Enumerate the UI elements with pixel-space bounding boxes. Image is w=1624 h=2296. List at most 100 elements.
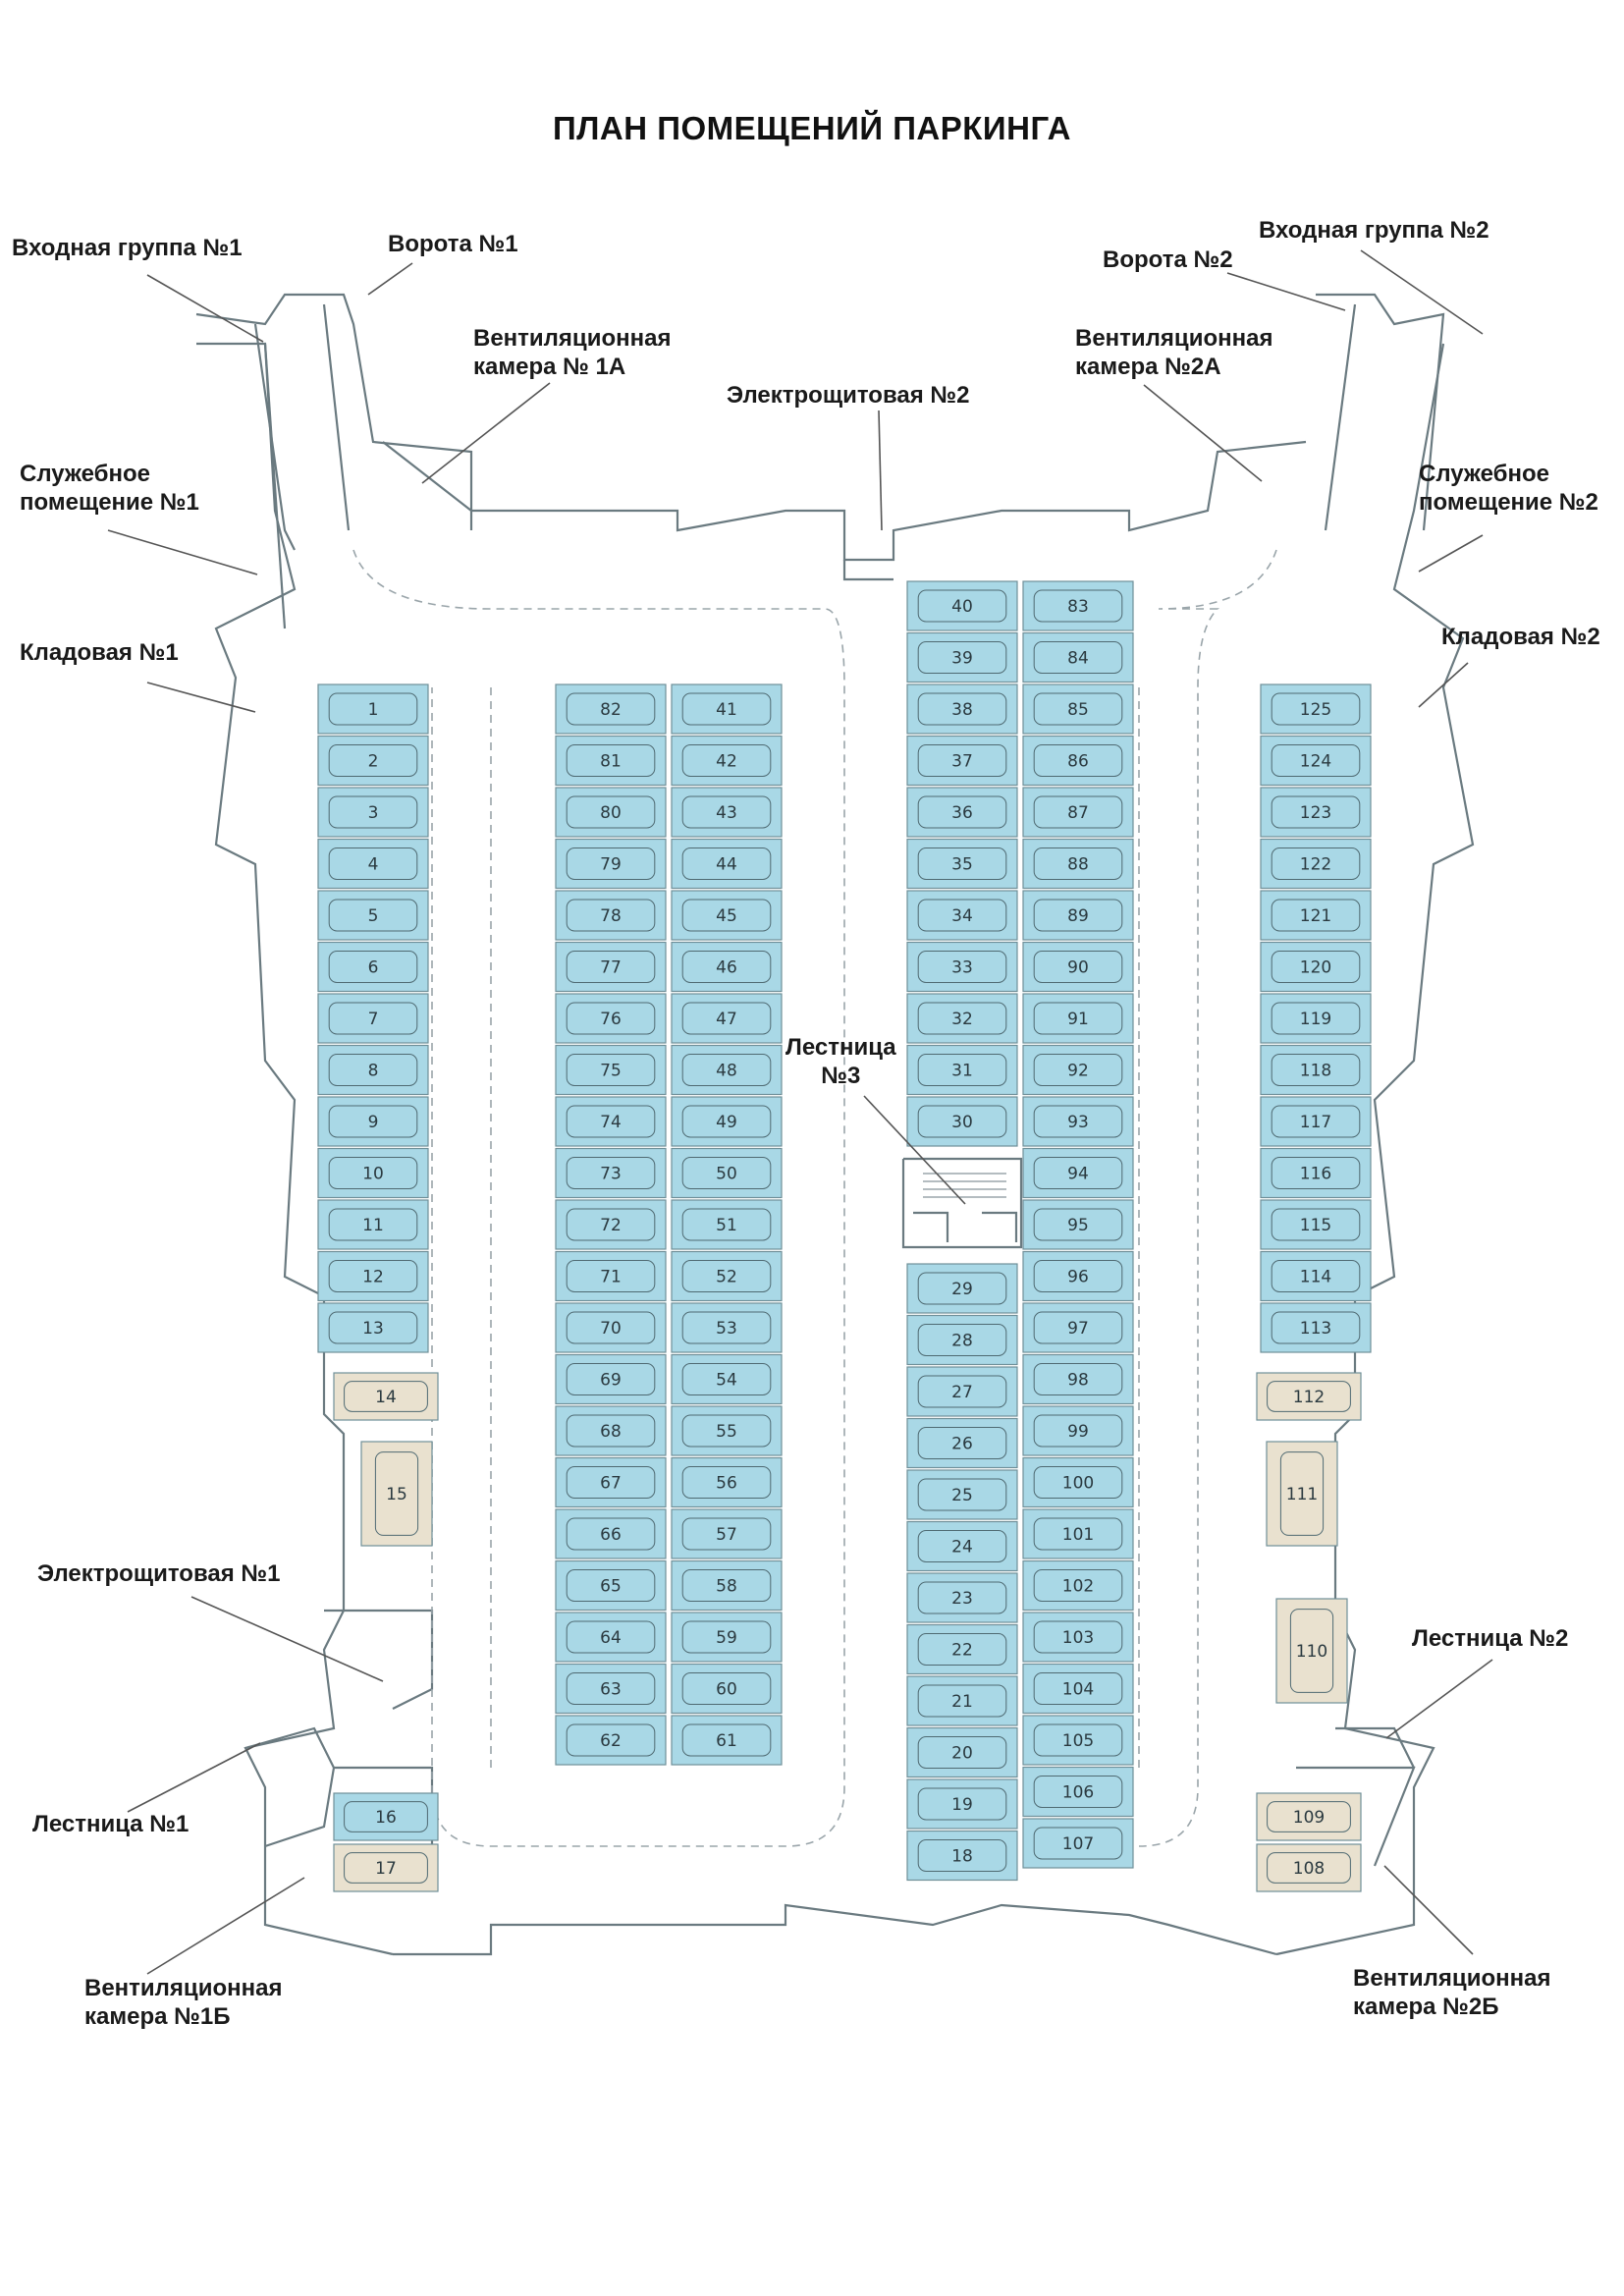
parking-space-33: 33	[906, 941, 1018, 993]
parking-space-26: 26	[906, 1417, 1018, 1469]
car-icon	[1033, 1002, 1123, 1035]
car-icon	[917, 1324, 1007, 1356]
parking-space-107: 107	[1022, 1818, 1134, 1869]
parking-space-number: 49	[716, 1113, 737, 1132]
car-icon	[681, 1208, 772, 1241]
parking-space-25: 25	[906, 1469, 1018, 1520]
car-icon	[1267, 1801, 1351, 1832]
car-icon	[1271, 1002, 1361, 1035]
parking-space-number: 32	[951, 1010, 973, 1029]
parking-space-87: 87	[1022, 787, 1134, 838]
car-icon	[1033, 1260, 1123, 1292]
parking-space-number: 38	[951, 700, 973, 720]
parking-space-number: 87	[1067, 803, 1089, 823]
parking-space-number: 31	[951, 1062, 973, 1081]
parking-space-number: 81	[600, 752, 622, 772]
car-icon	[681, 1054, 772, 1086]
parking-space-number: 30	[951, 1113, 973, 1132]
label-gate-1: Ворота №1	[388, 231, 518, 257]
car-icon	[566, 1363, 656, 1395]
parking-space-3: 3	[317, 787, 429, 838]
car-icon	[917, 692, 1007, 726]
parking-space-number: 48	[716, 1062, 737, 1081]
leader-vent-2a	[1143, 384, 1263, 482]
parking-space-82: 82	[555, 683, 667, 735]
parking-space-number: 21	[951, 1692, 973, 1712]
parking-space-number: 55	[716, 1422, 737, 1442]
parking-space-number: 42	[716, 752, 737, 772]
leader-storage-2	[1418, 662, 1469, 708]
car-icon	[1271, 744, 1361, 777]
parking-space-number: 98	[1067, 1371, 1089, 1391]
parking-space-number: 93	[1067, 1113, 1089, 1132]
car-icon	[1033, 899, 1123, 932]
parking-space-67: 67	[555, 1456, 667, 1508]
parking-space-54: 54	[671, 1353, 783, 1405]
car-icon	[1289, 1609, 1334, 1693]
car-icon	[1271, 692, 1361, 726]
leader-stair-1	[127, 1742, 261, 1813]
leader-gate-2	[1226, 272, 1346, 311]
parking-space-121: 121	[1260, 890, 1372, 941]
parking-space-97: 97	[1022, 1302, 1134, 1353]
parking-space-number: 95	[1067, 1216, 1089, 1235]
car-icon	[681, 1569, 772, 1602]
parking-space-number: 73	[600, 1165, 622, 1184]
car-icon	[917, 951, 1007, 983]
parking-space-120: 120	[1260, 941, 1372, 993]
parking-space-19: 19	[906, 1778, 1018, 1830]
car-icon	[566, 1260, 656, 1292]
car-icon	[1033, 1363, 1123, 1395]
car-icon	[344, 1852, 428, 1884]
stair-3	[923, 1173, 1006, 1198]
car-icon	[1271, 1260, 1361, 1292]
leader-vent-1b	[146, 1877, 305, 1975]
car-icon	[917, 1002, 1007, 1035]
parking-space-number: 52	[716, 1268, 737, 1287]
parking-space-58: 58	[671, 1559, 783, 1612]
parking-space-93: 93	[1022, 1096, 1134, 1147]
parking-space-number: 84	[1067, 649, 1089, 669]
parking-space-number: 82	[600, 700, 622, 720]
parking-space-51: 51	[671, 1199, 783, 1250]
parking-space-number: 60	[716, 1680, 737, 1700]
parking-space-118: 118	[1260, 1044, 1372, 1096]
parking-space-1: 1	[317, 683, 429, 735]
parking-space-number: 91	[1067, 1010, 1089, 1029]
leader-service-2	[1418, 534, 1484, 573]
parking-space-72: 72	[555, 1199, 667, 1250]
parking-space-10: 10	[317, 1147, 429, 1199]
car-icon	[374, 1451, 419, 1536]
parking-space-68: 68	[555, 1405, 667, 1456]
parking-space-48: 48	[671, 1044, 783, 1096]
parking-space-79: 79	[555, 838, 667, 890]
parking-space-number: 112	[1293, 1388, 1325, 1407]
parking-space-number: 35	[951, 855, 973, 875]
parking-space-77: 77	[555, 941, 667, 993]
parking-space-52: 52	[671, 1250, 783, 1302]
parking-space-98: 98	[1022, 1353, 1134, 1405]
parking-space-number: 67	[600, 1474, 622, 1494]
label-electrical-room-2: Электрощитовая №2	[727, 382, 970, 409]
car-icon	[1271, 1054, 1361, 1086]
parking-space-number: 24	[951, 1538, 973, 1558]
parking-space-number: 43	[716, 803, 737, 823]
parking-space-50: 50	[671, 1147, 783, 1199]
parking-spaces: 1234567891011121382818079787776757473727…	[317, 580, 1372, 1892]
car-icon	[681, 1466, 772, 1499]
parking-space-53: 53	[671, 1302, 783, 1353]
parking-space-number: 4	[368, 855, 379, 875]
parking-space-7: 7	[317, 993, 429, 1044]
parking-space-44: 44	[671, 838, 783, 890]
leader-stair-3	[863, 1095, 966, 1205]
parking-space-101: 101	[1022, 1508, 1134, 1559]
car-icon	[1271, 847, 1361, 880]
parking-space-number: 59	[716, 1628, 737, 1648]
car-icon	[566, 795, 656, 829]
parking-space-number: 114	[1300, 1268, 1331, 1287]
parking-space-number: 106	[1062, 1783, 1094, 1803]
car-icon	[917, 1105, 1007, 1138]
parking-space-21: 21	[906, 1675, 1018, 1726]
